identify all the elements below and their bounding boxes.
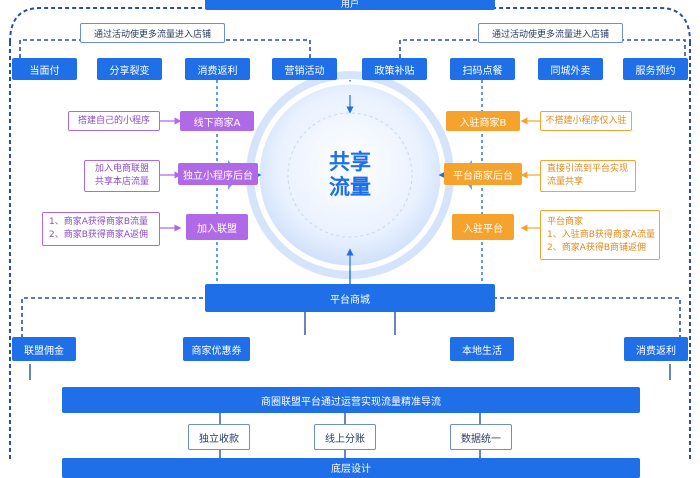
top-user-label: 用户 [340,0,359,10]
note-flow-right: 平台商家 1、入驻商B获得商家A流量 2、商家A获得B商铺返佣 [540,210,660,260]
merchant-a: 线下商家A [180,111,254,131]
center-title-line1: 共享 [329,150,371,174]
join-alliance-label: 加入联盟 [197,223,237,235]
sub-item-payment: 独立收款 [188,424,250,450]
mini-backend: 独立小程序后台 [178,163,258,185]
promo-left: 通过活动使更多流量进入店铺 [80,23,225,43]
center-title: 共享 流量 [300,150,400,202]
mall-bracket [21,297,681,338]
platform-mall: 平台商城 [205,284,495,312]
platform-mall-label: 平台商城 [330,294,370,306]
note-label: 平台商家 1、入驻商B获得商家A流量 2、商家A获得B商铺返佣 [547,216,656,253]
top-item-label: 服务预约 [635,65,676,77]
top-item-label: 政策补贴 [374,65,415,77]
top-item-scan-order: 扫码点餐 [450,58,515,80]
outer-frame [9,42,691,462]
platform-join: 入驻平台 [452,214,514,240]
top-item-label: 营销活动 [284,65,325,77]
top-item-label: 扫码点餐 [462,65,503,77]
top-item-label: 分享裂变 [109,65,150,77]
bottom-item-label: 消费返利 [636,345,676,357]
note-label: 不搭建小程序仅入驻 [545,115,627,126]
top-item-label: 同城外卖 [550,65,591,77]
platform-join-label: 入驻平台 [463,223,503,235]
merchant-b: 入驻商家B [446,111,520,131]
bottom-item-label: 本地生活 [462,345,502,357]
note-label: 搭建自己的小程序 [77,115,150,126]
top-item-booking: 服务预约 [623,58,688,80]
bottom-item-cashback: 消费返利 [624,337,688,361]
note-direct: 直接引流到平台实现 流量共享 [540,160,636,192]
top-item-marketing: 营销活动 [272,58,337,80]
sub-item-data: 数据统一 [450,424,512,450]
merchant-a-label: 线下商家A [193,117,241,129]
merchant-b-label: 入驻商家B [459,117,507,129]
join-alliance: 加入联盟 [186,214,248,240]
note-flow-left: 1、商家A获得商家B流量 2、商家B获得商家A返佣 [42,212,160,246]
promo-right-bracket [399,39,686,58]
sub-item-label: 独立收款 [199,433,239,445]
top-user-bar: 用户 [205,0,495,10]
promo-left-label: 通过活动使更多流量进入店铺 [93,29,211,40]
platform-backend-label: 平台商家后台 [453,170,513,182]
note-no-build: 不搭建小程序仅入驻 [540,111,632,131]
bottom-item-commission: 联盟佣金 [12,337,76,361]
promo-right-label: 通过活动使更多流量进入店铺 [491,29,609,40]
bottom-item-label: 联盟佣金 [24,345,64,357]
mini-backend-label: 独立小程序后台 [183,170,253,182]
summary-bar: 商圈联盟平台通过运营实现流量精准导流 [62,387,640,413]
note-ecom-alliance: 加入电商联盟 共享本店流量 [84,160,160,192]
center-title-line2: 流量 [329,175,371,199]
top-item-label: 消费返利 [197,65,238,77]
summary-label: 商圈联盟平台通过运营实现流量精准导流 [261,396,441,408]
sub-item-label: 数据统一 [461,433,501,445]
note-label: 加入电商联盟 共享本店流量 [94,164,149,187]
bottom-item-label: 商家优惠券 [191,345,242,357]
footer-bar: 底层设计 [62,458,640,478]
note-label: 1、商家A获得商家B流量 2、商家B获得商家A返佣 [49,217,149,240]
footer-label: 底层设计 [331,464,371,475]
platform-backend: 平台商家后台 [444,163,522,185]
top-item-cashback: 消费返利 [185,58,250,80]
top-item-label: 当面付 [29,65,60,77]
top-item-share: 分享裂变 [97,58,162,80]
note-label: 直接引流到平台实现 流量共享 [547,164,629,187]
top-item-delivery: 同城外卖 [538,58,603,80]
sub-item-split: 线上分账 [314,424,376,450]
bottom-item-coupon: 商家优惠券 [183,337,250,361]
note-build-mini: 搭建自己的小程序 [68,111,160,131]
top-item-subsidy: 政策补贴 [362,58,427,80]
sub-item-label: 线上分账 [325,433,365,445]
bottom-item-local-life: 本地生活 [450,337,514,361]
promo-right: 通过活动使更多流量进入店铺 [478,23,623,43]
top-item-dangmianfu: 当面付 [12,58,77,80]
